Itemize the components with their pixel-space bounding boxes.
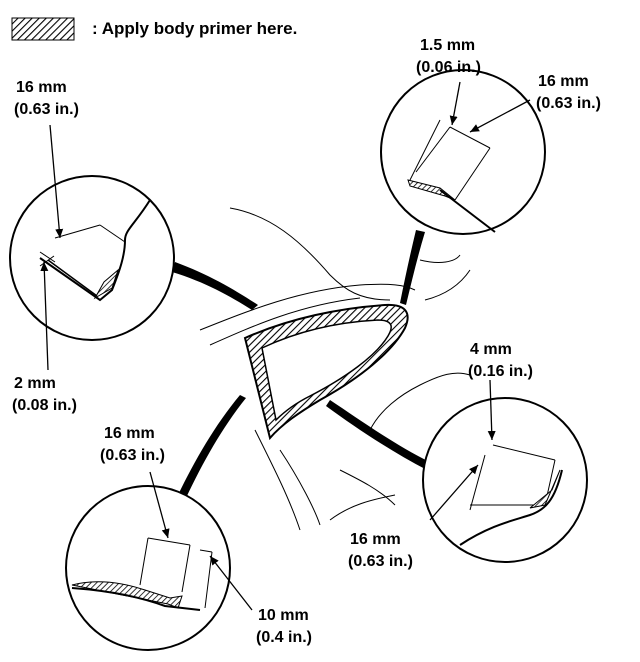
bottom-right-width-label: 16 mm [350,531,401,548]
left-gap-label: 2 mm [14,375,56,392]
window-frame [243,303,409,441]
bottom-left-gap-label-in: (0.4 in.) [256,629,313,646]
top-right-gap-label-in: (0.06 in.) [416,59,481,76]
leader-bottom-left-width [149,471,170,539]
callout-circle-bottom-left [65,485,231,651]
bottom-right-gap-label: 4 mm [470,341,512,358]
leader-top-right-gap [449,81,461,126]
bottom-right-gap-label-in: (0.16 in.) [468,363,533,380]
bottom-left-width-label-in: (0.63 in.) [100,447,165,464]
top-right-width-label: 16 mm [538,73,589,90]
bottom-right-width-label-in: (0.63 in.) [348,553,413,570]
legend-text: : Apply body primer here. [92,19,298,38]
leader-top-right-width [469,99,531,133]
leader-wedges [172,230,430,498]
callout-circle-bottom-right [422,397,588,563]
bottom-left-width-label: 16 mm [104,425,155,442]
bottom-left-gap-label: 10 mm [258,607,309,624]
callout-circle-left [9,175,175,341]
callout-circle-top-right [380,69,546,235]
left-width-label: 16 mm [16,79,67,96]
leader-left-width [49,124,64,239]
hatch-swatch-icon [11,17,75,41]
leader-left-gap [40,261,49,371]
top-right-width-label-in: (0.63 in.) [536,95,601,112]
car-body-outline [199,207,471,531]
leader-bottom-right-width [429,464,479,521]
top-right-gap-label: 1.5 mm [420,37,476,54]
left-width-label-in: (0.63 in.) [14,101,79,118]
leader-bottom-right-gap [487,379,496,441]
leader-bottom-left-gap [209,555,253,611]
left-gap-label-in: (0.08 in.) [12,397,77,414]
